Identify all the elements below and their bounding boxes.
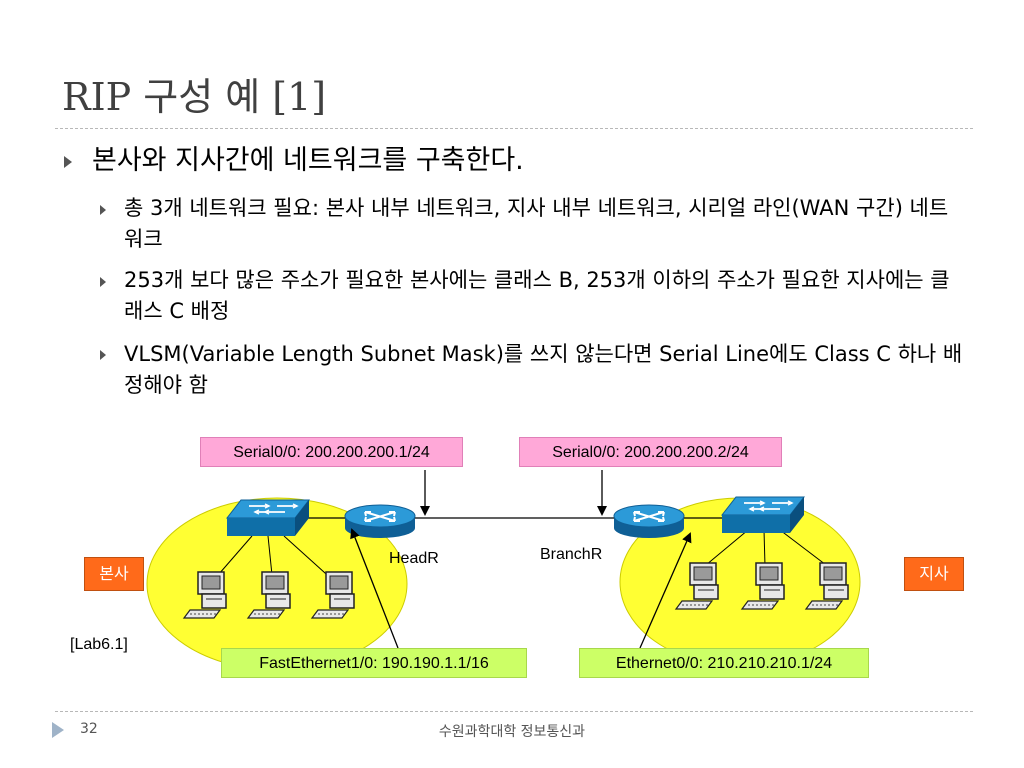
serial-head-label: Serial0/0: 200.200.200.1/24 (200, 437, 463, 467)
switch-to-pc-cable (267, 535, 273, 576)
fast-ethernet-label: FastEthernet1/0: 190.190.1.1/16 (221, 648, 527, 678)
lab-reference: [Lab6.1] (70, 636, 128, 653)
page-number: 32 (80, 721, 98, 737)
title-divider (55, 128, 973, 129)
slide-title: RIP 구성 예 [1] (62, 75, 327, 119)
ethernet-label: Ethernet0/0: 210.210.210.1/24 (579, 648, 869, 678)
sub-bullet-3: VLSM(Variable Length Subnet Mask)를 쓰지 않는… (124, 342, 963, 397)
footer-triangle-icon (52, 722, 64, 738)
switch-to-pc-cable (779, 529, 831, 569)
footer-divider (55, 711, 973, 712)
branch-switch-icon (721, 496, 805, 534)
branch-router-icon (613, 504, 685, 539)
branch-router-name: BranchR (540, 546, 603, 563)
head-office-label: 본사 (84, 557, 144, 591)
serial-branch-label: Serial0/0: 200.200.200.2/24 (519, 437, 782, 467)
footer-department: 수원과학대학 정보통신과 (438, 724, 586, 740)
sub-bullet-1: 총 3개 네트워크 필요: 본사 내부 네트워크, 지사 내부 네트워크, 시리… (124, 196, 949, 251)
sub-bullet-arrow-icon (100, 205, 106, 215)
branch-office-label: 지사 (904, 557, 964, 591)
head-router-name: HeadR (389, 550, 439, 567)
ethernet-pointer-arrow (639, 532, 692, 649)
bullet-arrow-icon (64, 156, 72, 168)
switch-to-pc-cable (763, 529, 766, 567)
sub-bullet-arrow-icon (100, 350, 106, 360)
sub-bullet-2: 253개 보다 많은 주소가 필요한 본사에는 클래스 B, 253개 이하의 … (124, 268, 950, 323)
head-router-icon (344, 504, 416, 539)
sub-bullet-arrow-icon (100, 277, 106, 287)
fast-ethernet-pointer-arrow (350, 528, 399, 649)
head-switch-icon (226, 499, 310, 537)
main-bullet: 본사와 지사간에 네트워크를 구축한다. (92, 145, 524, 176)
